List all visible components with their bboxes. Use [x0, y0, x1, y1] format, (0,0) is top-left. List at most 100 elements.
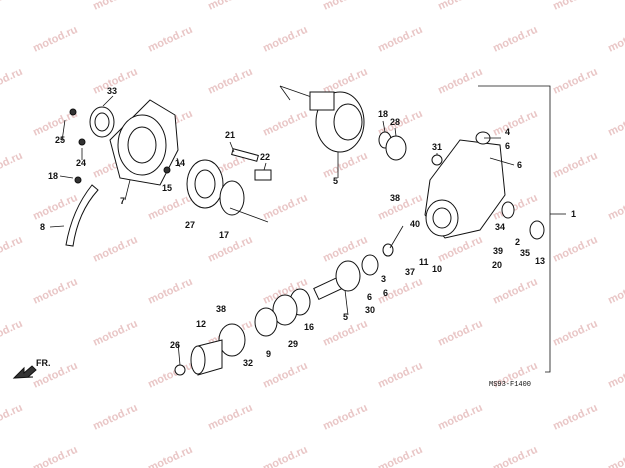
watermark-text: motod.ru: [31, 24, 79, 55]
watermark-text: motod.ru: [31, 444, 79, 468]
callout-26: 26: [170, 340, 180, 350]
bearing-part: [186, 159, 269, 223]
watermark-text: motod.ru: [436, 318, 484, 349]
callout-16: 16: [304, 322, 314, 332]
callout-22: 22: [260, 152, 270, 162]
callout-25: 25: [55, 135, 65, 145]
watermark-text: motod.ru: [321, 402, 369, 433]
watermark-text: motod.ru: [146, 24, 194, 55]
watermark-text: motod.ru: [606, 444, 625, 468]
callout-27: 27: [185, 220, 195, 230]
callout-30: 30: [365, 305, 375, 315]
watermark-text: motod.ru: [206, 0, 254, 13]
cover-plate-part: [89, 99, 179, 186]
watermark-text: motod.ru: [261, 192, 309, 223]
callout-6-c: 6: [367, 292, 372, 302]
pin-part: [163, 148, 272, 181]
callout-3: 3: [381, 274, 386, 284]
callout-18-a: 18: [378, 109, 388, 119]
watermark-text: motod.ru: [146, 276, 194, 307]
watermark-text: motod.ru: [376, 360, 424, 391]
watermark-text: motod.ru: [91, 0, 139, 13]
callout-35: 35: [520, 248, 530, 258]
callout-34: 34: [495, 222, 505, 232]
watermark-text: motod.ru: [551, 318, 599, 349]
callout-37: 37: [405, 267, 415, 277]
ring-gear-part: [309, 91, 407, 161]
callout-17: 17: [219, 230, 229, 240]
callout-28: 28: [390, 117, 400, 127]
watermark-text: motod.ru: [321, 150, 369, 181]
watermark-text: motod.ru: [206, 234, 254, 265]
watermark-text: motod.ru: [146, 360, 194, 391]
callout-39: 39: [493, 246, 503, 256]
watermark-text: motod.ru: [91, 234, 139, 265]
callout-32: 32: [243, 358, 253, 368]
watermark-text: motod.ru: [436, 66, 484, 97]
assembly-bracket: [279, 85, 566, 373]
watermark-text: motod.ru: [206, 66, 254, 97]
watermark-text: motod.ru: [321, 318, 369, 349]
callout-13: 13: [535, 256, 545, 266]
watermark-text: motod.ru: [491, 444, 539, 468]
callout-6-d: 6: [383, 288, 388, 298]
callout-5-bottom: 5: [343, 312, 348, 322]
callout-9: 9: [266, 349, 271, 359]
callout-31: 31: [432, 142, 442, 152]
callout-38-a: 38: [390, 193, 400, 203]
watermark-text: motod.ru: [0, 234, 24, 265]
callout-29: 29: [288, 339, 298, 349]
callout-2: 2: [515, 237, 520, 247]
watermark-text: motod.ru: [261, 108, 309, 139]
watermark-text: motod.ru: [491, 276, 539, 307]
watermark-text: motod.ru: [0, 66, 24, 97]
watermark-text: motod.ru: [321, 0, 369, 13]
watermark-text: motod.ru: [261, 24, 309, 55]
callout-15: 15: [162, 183, 172, 193]
callout-labels: 1 2 3 4 5 5 6 6 6 6 7 8 9 10 11 12 13 14…: [40, 86, 576, 368]
watermark-text: motod.ru: [91, 402, 139, 433]
watermark-text: motod.ru: [31, 192, 79, 223]
callout-12: 12: [196, 319, 206, 329]
callout-7: 7: [120, 196, 125, 206]
watermark-text: motod.ru: [261, 444, 309, 468]
watermark-text: motod.ru: [606, 108, 625, 139]
watermark-text: motod.ru: [551, 66, 599, 97]
watermark-text: motod.ru: [146, 192, 194, 223]
watermark-text: motod.ru: [376, 444, 424, 468]
watermark-text: motod.ru: [0, 0, 24, 13]
callout-21: 21: [225, 130, 235, 140]
watermark-text: motod.ru: [376, 24, 424, 55]
watermark-text: motod.ru: [0, 402, 24, 433]
watermark-text: motod.ru: [606, 276, 625, 307]
watermark-text: motod.ru: [551, 234, 599, 265]
watermark-text: motod.ru: [606, 24, 625, 55]
watermark-text: motod.ru: [0, 318, 24, 349]
callout-14: 14: [175, 158, 185, 168]
watermark-text: motod.ru: [491, 24, 539, 55]
callout-5-top: 5: [333, 176, 338, 186]
watermark-text: motod.ru: [491, 108, 539, 139]
callout-11: 11: [419, 257, 429, 267]
callout-33: 33: [107, 86, 117, 96]
callout-10: 10: [432, 264, 442, 274]
leader-lines: [49, 95, 515, 366]
watermark-text: motod.ru: [551, 402, 599, 433]
callout-1: 1: [571, 209, 576, 219]
watermark-text: motod.ru: [146, 444, 194, 468]
gear-housing-part: [424, 131, 545, 240]
watermark-text: motod.ru: [606, 360, 625, 391]
watermark-text: motod.ru: [321, 234, 369, 265]
callout-4: 4: [505, 127, 510, 137]
callout-6-a: 6: [505, 141, 510, 151]
watermark-text: motod.ru: [551, 150, 599, 181]
callout-8: 8: [40, 222, 45, 232]
front-direction-label: FR.: [36, 358, 51, 368]
pinion-assembly-part: [174, 243, 394, 376]
watermark-text: motod.ru: [206, 402, 254, 433]
watermark-text: motod.ru: [436, 234, 484, 265]
watermark-text: motod.ru: [436, 402, 484, 433]
callout-6-b: 6: [517, 160, 522, 170]
front-direction-arrow: [12, 365, 37, 379]
